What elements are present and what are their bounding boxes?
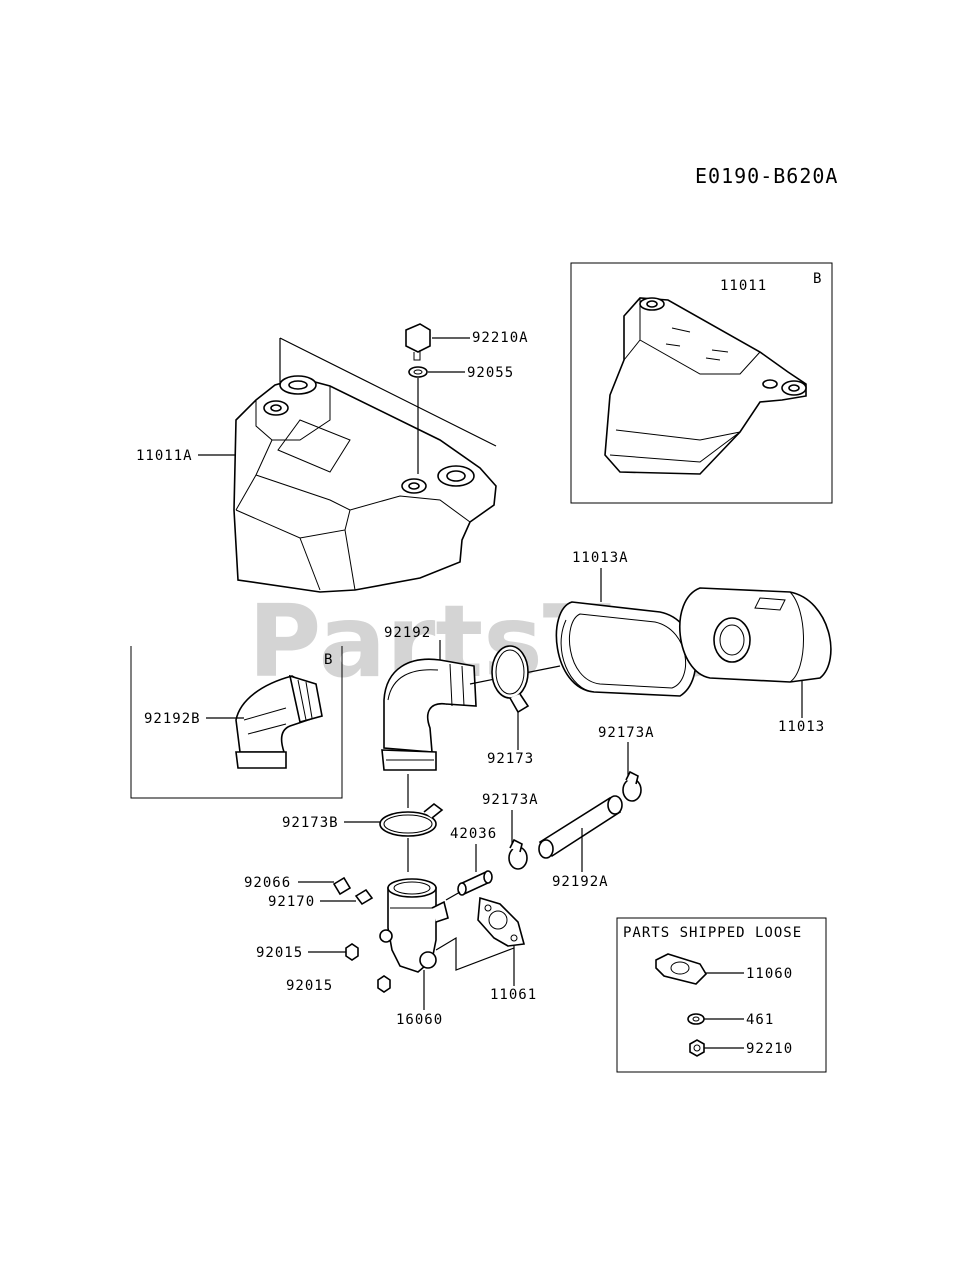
elbow-hose-92192-drawing[interactable] — [381, 658, 477, 771]
label-92015-b[interactable]: 92015 — [286, 978, 333, 994]
nut-92015-b-drawing[interactable] — [377, 975, 391, 993]
nut-92210-drawing[interactable] — [689, 1039, 705, 1057]
air-cleaner-housing-drawing[interactable] — [679, 587, 832, 683]
label-16060[interactable]: 16060 — [396, 1012, 443, 1028]
label-92192A[interactable]: 92192A — [552, 874, 609, 890]
clamp-92173A-mid-drawing[interactable] — [508, 838, 528, 870]
label-11060[interactable]: 11060 — [746, 966, 793, 982]
parts-shipped-loose-title: PARTS SHIPPED LOOSE — [623, 925, 802, 941]
elbow-16060-drawing[interactable] — [379, 878, 449, 973]
air-filter-element-drawing[interactable] — [555, 601, 697, 697]
label-11013A[interactable]: 11013A — [572, 550, 629, 566]
inset-b-top-marker: B — [813, 271, 822, 287]
hose-92192A-drawing[interactable] — [538, 795, 623, 859]
part-92066-drawing[interactable] — [332, 876, 352, 896]
inset-b-top-frame — [570, 262, 833, 504]
nut-92015-a-drawing[interactable] — [345, 943, 359, 961]
label-11013[interactable]: 11013 — [778, 719, 825, 735]
label-92173B[interactable]: 92173B — [282, 815, 339, 831]
label-92192B[interactable]: 92192B — [144, 711, 201, 727]
label-92173A-right[interactable]: 92173A — [598, 725, 655, 741]
label-92015-a[interactable]: 92015 — [256, 945, 303, 961]
label-92210A[interactable]: 92210A — [472, 330, 529, 346]
leader-gasket-link — [435, 936, 515, 971]
label-11011[interactable]: 11011 — [720, 278, 767, 294]
clamp-92173-drawing[interactable] — [491, 645, 530, 714]
gasket-11061-drawing[interactable] — [477, 896, 526, 947]
label-92210[interactable]: 92210 — [746, 1041, 793, 1057]
part-92170-drawing[interactable] — [354, 888, 374, 906]
inset-b-left-marker: B — [324, 652, 333, 668]
label-42036[interactable]: 42036 — [450, 826, 497, 842]
air-cleaner-cover-drawing[interactable] — [233, 375, 497, 593]
diagram-code: E0190-B620A — [695, 164, 838, 188]
clamp-92173B-drawing[interactable] — [379, 802, 444, 837]
elbow-hose-92192B-drawing[interactable] — [235, 674, 323, 769]
clamp-92173A-right-drawing[interactable] — [622, 770, 642, 802]
label-92066[interactable]: 92066 — [244, 875, 291, 891]
label-92173A-mid[interactable]: 92173A — [482, 792, 539, 808]
label-92173[interactable]: 92173 — [487, 751, 534, 767]
knob-92210A-drawing[interactable] — [405, 323, 431, 361]
parts-shipped-loose-box — [616, 917, 827, 1073]
air-cleaner-cover-b-drawing[interactable] — [604, 297, 807, 475]
leader-cover-diag — [279, 337, 497, 447]
inset-b-left-frame — [130, 646, 343, 799]
label-92192[interactable]: 92192 — [384, 625, 431, 641]
leader-pipe-link — [445, 891, 461, 901]
washer-461-drawing[interactable] — [687, 1013, 705, 1025]
pipe-42036-drawing[interactable] — [457, 870, 493, 896]
gasket-11060-drawing[interactable] — [655, 953, 708, 985]
label-461[interactable]: 461 — [746, 1012, 774, 1028]
label-11011A[interactable]: 11011A — [136, 448, 193, 464]
washer-92055-drawing[interactable] — [408, 366, 428, 378]
label-92055[interactable]: 92055 — [467, 365, 514, 381]
label-92170[interactable]: 92170 — [268, 894, 315, 910]
label-11061[interactable]: 11061 — [490, 987, 537, 1003]
